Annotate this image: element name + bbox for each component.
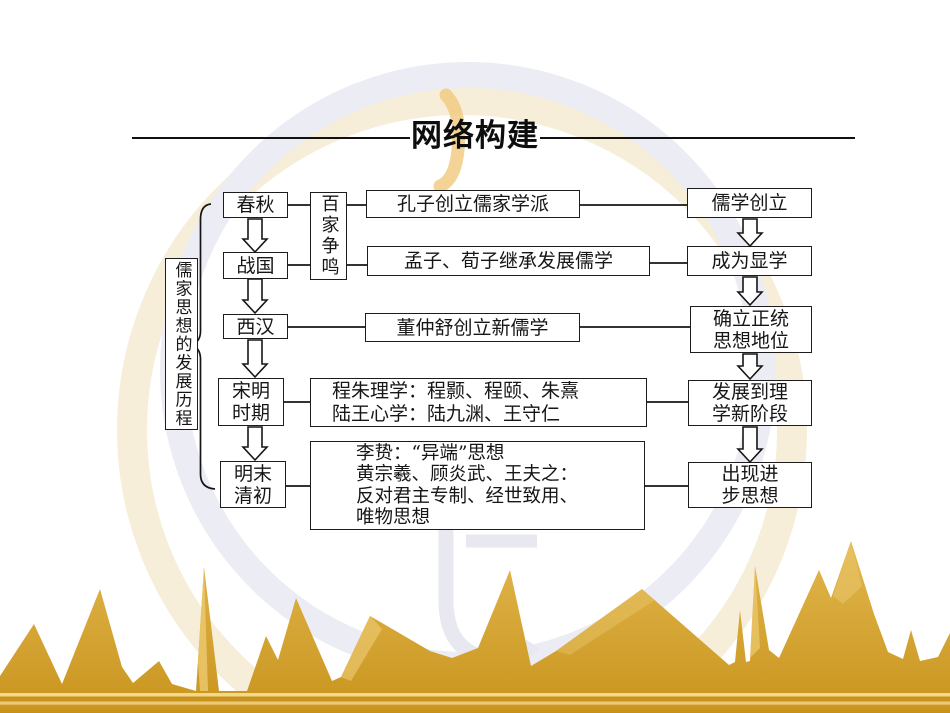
down-arrow-icon [241, 218, 269, 254]
node-period-xihan: 西汉 [223, 314, 288, 339]
watermark-ring-gray [160, 62, 776, 678]
down-arrow-icon [736, 426, 764, 464]
title-rule-left [132, 137, 410, 140]
node-detail-mengzi: 孟子、荀子继承发展儒学 [367, 246, 650, 276]
footer-gold-band [0, 693, 950, 713]
node-detail-dongzhongshu: 董仲舒创立新儒学 [365, 313, 580, 342]
down-arrow-icon [241, 339, 269, 379]
node-outcome-chuangli: 儒学创立 [687, 188, 812, 218]
page-title: 网络构建 [411, 118, 539, 154]
node-movement-baijia: 百家争鸣 [310, 192, 347, 280]
title-rule-right [540, 137, 855, 140]
node-period-songming: 宋明 时期 [218, 378, 284, 426]
node-outcome-xianxue: 成为显学 [687, 246, 812, 276]
down-arrow-icon [736, 218, 764, 248]
mountain-range [0, 541, 950, 713]
node-period-mingmo: 明末 清初 [220, 461, 286, 508]
down-arrow-icon [736, 353, 764, 381]
node-detail-kongzi: 孔子创立儒家学派 [366, 190, 580, 218]
down-arrow-icon [736, 276, 764, 307]
node-detail-lixue-xinxue: 程朱理学：程颢、程颐、朱熹 陆王心学：陆九渊、王守仁 [310, 378, 647, 427]
node-outcome-jinbu: 出现进 步思想 [688, 462, 812, 508]
node-category: 儒家思想的发展历程 [165, 258, 198, 430]
node-detail-lizhi: 李贽：“异端”思想 黄宗羲、顾炎武、王夫之： 反对君主专制、经世致用、 唯物思想 [310, 441, 645, 530]
node-outcome-zhengtong: 确立正统 思想地位 [690, 306, 812, 353]
down-arrow-icon [241, 278, 269, 315]
node-period-zhanguo: 战国 [223, 252, 288, 279]
watermark-letter-glyph [438, 521, 540, 667]
node-period-chunqiu: 春秋 [223, 192, 288, 218]
node-outcome-lixue: 发展到理 学新阶段 [688, 380, 812, 426]
down-arrow-icon [241, 426, 269, 462]
mountain-highlights [198, 541, 862, 691]
